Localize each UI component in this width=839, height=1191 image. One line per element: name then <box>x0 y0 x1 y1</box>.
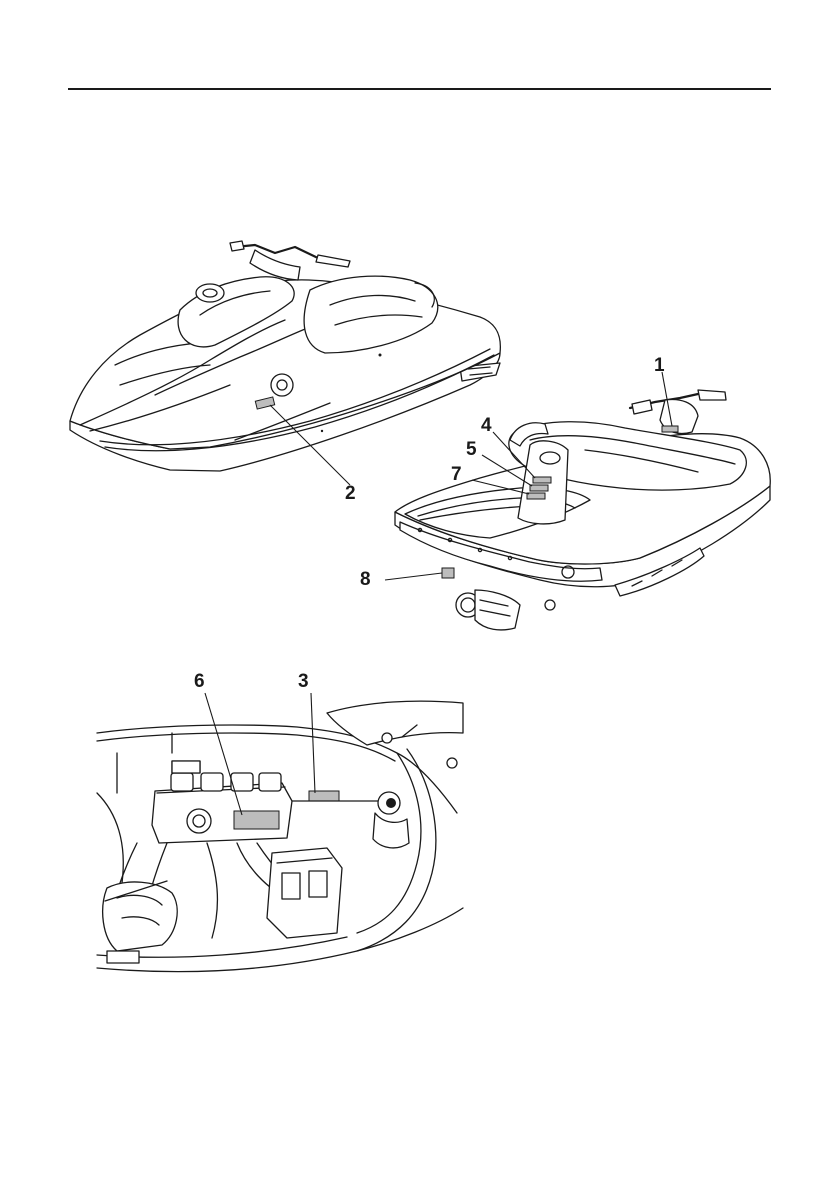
callout-1: 1 <box>654 356 665 375</box>
header-rule <box>68 88 771 90</box>
callout-6: 6 <box>194 672 205 691</box>
callout-4: 4 <box>481 416 492 435</box>
callout-8: 8 <box>360 570 371 589</box>
callout-2: 2 <box>345 484 356 503</box>
callout-3: 3 <box>298 672 309 691</box>
watercraft-rear-view-illustration <box>380 380 780 642</box>
callout-7: 7 <box>451 465 462 484</box>
callout-5: 5 <box>466 440 477 459</box>
storage-compartment-detail-illustration <box>97 693 463 983</box>
